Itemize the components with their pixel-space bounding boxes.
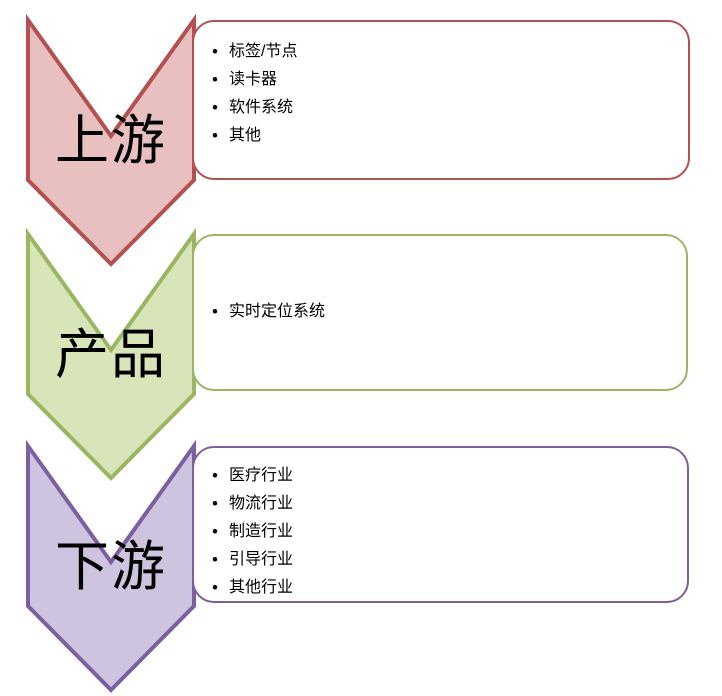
stage-product-item-list: 实时定位系统 — [194, 236, 686, 326]
list-item: 引导行业 — [212, 546, 687, 574]
chevron-shape-downstream — [26, 439, 196, 693]
chevron-shape-upstream — [26, 13, 196, 267]
stage-product-chevron[interactable]: 产品 — [22, 227, 200, 484]
list-item: 物流行业 — [212, 490, 687, 518]
chevron-shape-product — [26, 227, 196, 481]
stage-upstream-chevron[interactable]: 上游 — [22, 13, 200, 270]
chevron-polygon-upstream — [26, 13, 196, 267]
list-item: 其他 — [212, 122, 688, 150]
list-item: 实时定位系统 — [212, 298, 686, 326]
stage-downstream-chevron[interactable]: 下游 — [22, 439, 200, 696]
stage-upstream-item-list: 标签/节点 读卡器 软件系统 其他 — [194, 22, 688, 150]
list-item: 读卡器 — [212, 66, 688, 94]
stage-product-label: 产品 — [55, 325, 167, 385]
list-item: 医疗行业 — [212, 462, 687, 490]
list-item: 标签/节点 — [212, 38, 688, 66]
stage-downstream-detail-box[interactable]: 医疗行业 物流行业 制造行业 引导行业 其他行业 — [192, 446, 689, 603]
list-item: 其他行业 — [212, 574, 687, 602]
stage-downstream-label: 下游 — [55, 537, 167, 597]
chevron-polygon-downstream — [26, 439, 196, 693]
stage-upstream-detail-box[interactable]: 标签/节点 读卡器 软件系统 其他 — [192, 20, 690, 180]
chevron-polygon-product — [26, 227, 196, 481]
stage-product-detail-box[interactable]: 实时定位系统 — [192, 234, 688, 391]
list-item: 制造行业 — [212, 518, 687, 546]
list-item: 软件系统 — [212, 94, 688, 122]
stage-upstream-label: 上游 — [55, 111, 167, 171]
stage-downstream-item-list: 医疗行业 物流行业 制造行业 引导行业 其他行业 — [194, 448, 687, 602]
